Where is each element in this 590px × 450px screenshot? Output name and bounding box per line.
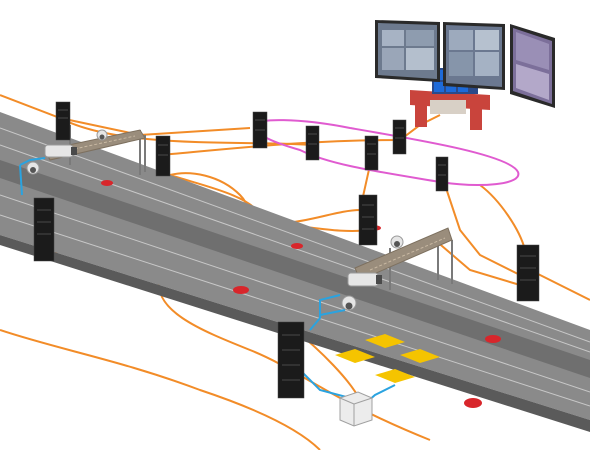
camera-bullet [44,144,77,158]
industrial-switch [435,156,449,192]
ethernet-line [319,300,346,317]
industrial-switch [155,135,171,177]
fiber-line [0,94,251,137]
ring-link [253,119,520,186]
fiber-line [434,239,521,286]
monitor-panel [375,20,440,82]
road-median [0,160,590,378]
car [101,180,113,186]
camera-dome [390,235,404,249]
car [485,335,501,343]
ethernet-line [19,164,23,196]
detector-pad [400,349,440,363]
fiber-line [529,269,590,301]
camera-dome [96,129,108,141]
camera-dome [26,161,40,175]
gantry-right [354,227,453,290]
fiber-line [0,329,321,450]
industrial-switch [364,135,379,171]
industrial-switch [33,197,55,262]
detector-pad [335,349,375,363]
industrial-switch [55,101,71,141]
detector-pad [375,369,415,383]
monitor-panel [443,22,505,90]
industrial-switch [516,244,540,302]
camera-dome [341,295,357,311]
switches [33,101,540,399]
industrial-switch [277,321,305,399]
car [464,398,482,408]
monitor-panel [510,24,555,108]
industrial-switch [358,194,378,246]
vehicle-detectors [335,334,440,383]
camera-bullet [347,272,382,287]
industrial-switch [252,111,268,149]
industrial-switch [305,125,320,161]
industrial-switch [392,119,407,155]
ethernet-line [299,369,351,399]
fiber-line [479,184,526,251]
car [233,286,249,294]
car [291,243,303,249]
detector-pad [365,334,405,348]
junction-box [339,391,373,427]
ethernet-line [19,157,46,166]
fiber-line [439,169,521,276]
video-wall [375,20,555,108]
